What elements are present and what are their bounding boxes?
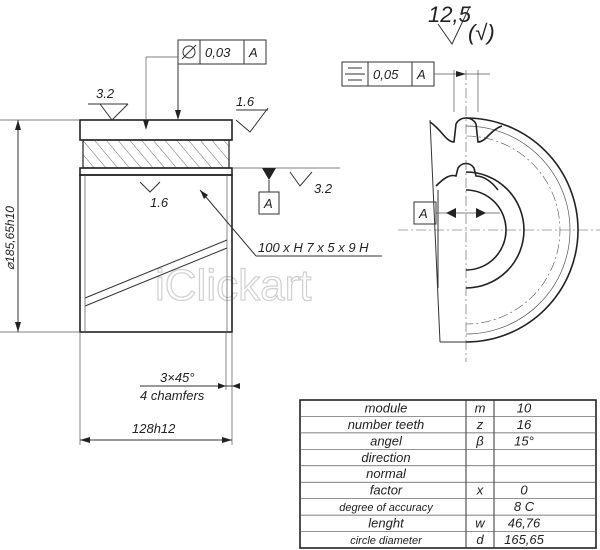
roughness-datum-side: 3.2 — [289, 171, 333, 196]
symmetry-datum: A — [416, 67, 426, 82]
position-icon-stroke — [181, 44, 197, 60]
table-cell-param: normal — [366, 466, 407, 481]
roughness-tick-2-icon — [235, 107, 269, 133]
parameter-table: module m 10 number teeth z 16 angel β 15° directi… — [299, 399, 597, 549]
finish-check-icon — [437, 5, 471, 45]
inner-band — [79, 167, 233, 176]
table-cell-symbol: w — [475, 516, 486, 531]
bore-outline — [465, 171, 525, 289]
table-cell-value: 165,65 — [504, 532, 545, 547]
cut-edge — [429, 119, 441, 343]
datum-bore-label: A — [418, 206, 428, 221]
outer-rim-inner — [465, 125, 571, 335]
surface-finish-bracket: (√) — [468, 20, 495, 45]
table-cell-param: degree of accuracy — [339, 502, 434, 514]
helix-line-1 — [84, 239, 228, 299]
table-cell-value: 46,76 — [508, 516, 541, 531]
table-cell-param: direction — [361, 450, 410, 465]
diameter-label: ⌀185,65h10 — [3, 206, 17, 270]
roughness-top-right: 1.6 — [235, 94, 269, 133]
spline-label: 100 x H 7 x 5 x 9 H — [258, 240, 369, 255]
table-cell-param: lenght — [368, 516, 405, 531]
diameter-dimension: ⌀185,65h10 — [3, 120, 21, 332]
datum-box — [258, 191, 280, 215]
table-cell-symbol: x — [476, 483, 484, 498]
table-cell-symbol: β — [475, 433, 484, 448]
table-border — [299, 399, 597, 549]
roughness-top-left: 3.2 — [88, 86, 129, 121]
pitch-circle — [465, 135, 561, 325]
roughness-top-right-value: 1.6 — [236, 94, 255, 109]
roughness-tick-3-icon — [139, 181, 161, 193]
table-cell-symbol: d — [476, 532, 484, 547]
roughness-tick-4-icon — [289, 171, 313, 187]
outer-rim — [465, 117, 579, 343]
arrow-right-icon — [222, 437, 232, 443]
table-cell-param: module — [365, 400, 408, 415]
table-cell-param: number teeth — [348, 417, 425, 432]
table-cell-param: angel — [370, 433, 403, 448]
chamfer-arrow-2-icon — [232, 383, 240, 389]
chamfer-arrow-icon — [218, 383, 226, 389]
watermark-text: iClickart — [155, 261, 311, 310]
hatched-section — [82, 139, 230, 169]
table-cell-param: circle diameter — [350, 535, 423, 547]
chamfer-line1: 3×45° — [160, 370, 194, 385]
table-cell-symbol: z — [476, 417, 484, 432]
chamfer-line2: 4 chamfers — [140, 388, 205, 403]
gear-tooth-top — [429, 117, 503, 143]
surface-finish-value: 12,5 — [428, 2, 472, 27]
table-cell-value: 15° — [514, 433, 534, 448]
arrow-left-icon — [80, 437, 90, 443]
roughness-tick-icon — [99, 103, 129, 121]
keyway — [435, 162, 499, 191]
datum-triangle-icon — [262, 168, 276, 180]
roughness-inner: 1.6 — [139, 181, 169, 210]
datum-label: A — [263, 196, 273, 211]
length-label: 128h12 — [132, 421, 176, 436]
datum-symbol-side: A — [258, 168, 280, 215]
position-icon — [182, 45, 196, 59]
arrow-up-icon — [15, 120, 21, 130]
top-flange — [79, 119, 233, 141]
table-cell-param: factor — [370, 483, 403, 498]
gear-side-view — [79, 119, 233, 333]
table-cell-value: 0 — [520, 483, 528, 498]
gear-body — [79, 174, 233, 333]
leader-arrow-icon — [175, 110, 181, 120]
position-datum: A — [248, 45, 258, 60]
symmetry-value: 0,05 — [373, 67, 399, 82]
gear-front-view — [398, 70, 600, 362]
symmetry-arrow-icon — [456, 71, 466, 77]
leader-arrow-2-icon — [143, 120, 149, 130]
roughness-inner-value: 1.6 — [150, 195, 169, 210]
datum-bore-arrow-icon — [446, 208, 456, 218]
datum-bore-arrow-2-icon — [476, 208, 486, 218]
spline-leader — [199, 189, 257, 257]
table-cell-value: 8 C — [514, 499, 535, 514]
datum-symbol-bore: A — [413, 201, 500, 225]
helix-line-2 — [84, 247, 228, 307]
table-cell-value: 16 — [517, 417, 532, 432]
roughness-datum-side-value: 3.2 — [314, 181, 333, 196]
chamfer-callout: 3×45° 4 chamfers — [140, 370, 240, 403]
position-value: 0,03 — [205, 45, 231, 60]
spline-callout: 100 x H 7 x 5 x 9 H — [199, 189, 382, 257]
symmetry-tolerance-frame: 0,05 A — [341, 61, 490, 112]
table-cell-symbol: m — [475, 400, 486, 415]
spline-arrow-icon — [200, 190, 208, 199]
bore-inner — [465, 189, 507, 271]
length-dimension: 128h12 — [80, 421, 232, 443]
arrow-down-icon — [15, 322, 21, 332]
surface-finish-general: 12,5 (√) — [428, 2, 495, 45]
position-tolerance-frame: 0,03 A — [143, 39, 267, 130]
roughness-top-left-value: 3.2 — [96, 86, 115, 101]
table-cell-value: 10 — [517, 400, 532, 415]
